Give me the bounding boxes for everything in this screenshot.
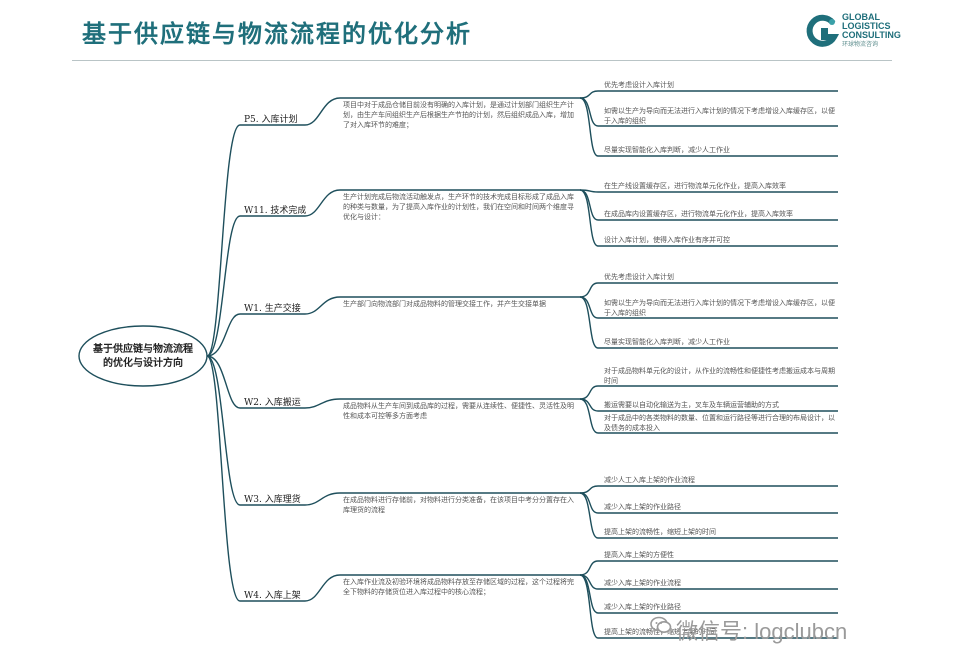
connector-b5-leaf1 xyxy=(579,485,838,494)
leaf-p5-2: 如需以生产为导向而无法进行入库计划的情况下考虑增设入库缓存区，以便于入库的组织 xyxy=(604,107,835,125)
connector-b3-desc xyxy=(304,296,580,315)
logo-line-2: LOGISTICS xyxy=(842,21,891,31)
leaf-w3-3: 提高上架的流畅性，缩短上架的时间 xyxy=(604,528,716,536)
logo-line-1: GLOBAL xyxy=(842,12,880,22)
leaf-p5-3: 尽量实现智能化入库判断，减少人工作业 xyxy=(604,146,730,154)
leaf-p5-1: 优先考虑设计入库计划 xyxy=(604,81,674,89)
leaf-w1-3: 尽量实现智能化入库判断，减少人工作业 xyxy=(604,338,730,346)
watermark-wechat-id: 微信号: logclubcn xyxy=(676,619,848,644)
connector-root-b5 xyxy=(206,355,241,506)
leaf-w2-1: 对于成品物料单元化的设计，从作业的流畅性和便捷性考虑搬运成本与周期时间 xyxy=(604,367,835,385)
root-node-line-1: 基于供应链与物流流程 xyxy=(93,344,193,355)
leaf-w4-2: 减少入库上架的作业流程 xyxy=(604,579,681,587)
branch-description-w4: 在入库作业流及初验环境将成品物料存放至存储区域的过程，这个过程将完全下物料的存储… xyxy=(343,578,574,596)
connector-b6-leaf1 xyxy=(579,560,838,576)
root-node: 基于供应链与物流流程 的优化与设计方向 xyxy=(84,343,202,371)
branch-description-w2: 成品物料从生产车间到成品库的过程，需要从连续性、便捷性、灵活性及明性和成本可控等… xyxy=(343,402,574,420)
company-logo: GLOBAL LOGISTICS CONSULTING 环球物流咨询 xyxy=(806,13,926,53)
branch-label-w11: W11. 技术完成 xyxy=(244,206,307,216)
branch-description-w3: 在成品物料进行存储前，对物料进行分类准备，在该项目中考分分置存在入库理货的流程 xyxy=(343,496,574,514)
leaf-w11-1: 在生产线设置缓存区，进行物流单元化作业，提高入库效率 xyxy=(604,182,786,190)
connector-b4-desc xyxy=(304,398,580,409)
logo-subtitle: 环球物流咨询 xyxy=(842,42,879,48)
connector-b6-desc xyxy=(304,574,580,602)
connector-b3-leaf3 xyxy=(579,296,838,349)
connector-root-b3 xyxy=(206,313,241,357)
connector-root-b4 xyxy=(206,355,241,409)
branch-description-w11: 生产计划完成后物流活动触发点，生产环节的技术完成目标形成了成品入库的种类与数量，… xyxy=(343,193,574,221)
leaf-w11-2: 在成品库内设置缓存区，进行物流单元化作业，提高入库效率 xyxy=(604,210,793,218)
connector-b2-desc xyxy=(304,189,580,217)
connector-b1-desc xyxy=(304,97,580,126)
leaf-w2-2: 搬运需要以自动化输送为主，叉车及车辆运营辅助的方式 xyxy=(604,401,779,409)
connector-b5-leaf3 xyxy=(579,492,838,539)
connector-b1-leaf1 xyxy=(579,90,838,99)
branch-label-w2: W2. 入库搬运 xyxy=(244,398,301,408)
leaf-w2-3: 对于成品中的各类物料的数量、位置和运行路径等进行合理的布局设计，以及债务的成本投… xyxy=(604,414,835,432)
leaf-w1-1: 优先考虑设计入库计划 xyxy=(604,273,674,281)
logo-g-icon xyxy=(806,14,840,47)
branch-label-w3: W3. 入库理货 xyxy=(244,495,301,505)
connector-b1-leaf3 xyxy=(579,97,838,157)
connector-b6-leaf4 xyxy=(579,574,838,639)
wechat-icon xyxy=(650,616,672,633)
connector-root-b2 xyxy=(206,215,241,357)
connector-root-b1 xyxy=(206,124,241,357)
branch-label-w4: W4. 入库上架 xyxy=(244,591,301,601)
branch-description-w1: 生产部门向物流部门对成品物料的管理交接工作，并产生交接单据 xyxy=(343,300,546,308)
connector-b2-leaf3 xyxy=(579,189,838,247)
root-node-line-2: 的优化与设计方向 xyxy=(103,358,183,369)
leaf-w11-3: 设计入库计划，使得入库作业有序并可控 xyxy=(604,236,730,244)
leaf-w4-3: 减少入库上架的作业路径 xyxy=(604,603,681,611)
connector-b4-leaf1 xyxy=(579,385,838,400)
connector-b3-leaf1 xyxy=(579,282,838,298)
connector-root-b6 xyxy=(206,355,241,602)
leaf-w4-1: 提高入库上架的方便性 xyxy=(604,551,674,559)
logo-line-3: CONSULTING xyxy=(842,30,901,40)
header-divider xyxy=(72,60,892,61)
branch-label-p5: P5. 入库计划 xyxy=(244,115,298,125)
leaf-w3-1: 减少人工入库上架的作业流程 xyxy=(604,476,695,484)
page-title: 基于供应链与物流流程的优化分析 xyxy=(82,19,472,48)
branch-description-p5: 项目中对于成品仓储目前没有明确的入库计划，是通过计划部门组织生产计划，由生产车间… xyxy=(343,101,574,129)
branch-label-w1: W1. 生产交接 xyxy=(244,304,301,314)
leaf-w1-2: 如需以生产为导向而无法进行入库计划的情况下考虑增设入库缓存区，以便于入库的组织 xyxy=(604,299,835,317)
leaf-w3-2: 减少入库上架的作业路径 xyxy=(604,503,681,511)
connector-b4-leaf3 xyxy=(579,398,838,434)
connector-b5-desc xyxy=(304,492,580,506)
